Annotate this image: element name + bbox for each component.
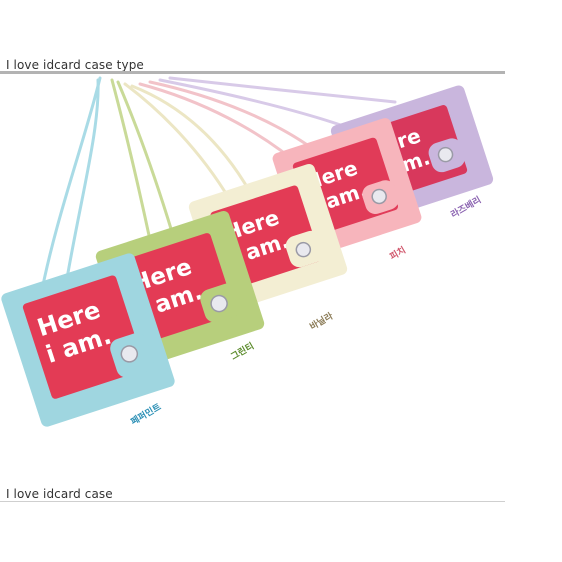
snap-button-icon	[437, 146, 454, 163]
id-case-peppermint: Here i am.	[1, 253, 175, 427]
snap-button-icon	[210, 294, 228, 313]
divider-top	[0, 71, 505, 74]
label-greentea: 그린티	[229, 340, 257, 363]
section-title-bottom: I love idcard case	[6, 487, 113, 501]
divider-bottom	[0, 501, 505, 502]
lanyard-cords	[38, 76, 397, 302]
snap-button-icon	[295, 241, 312, 258]
label-peach: 피치	[388, 244, 408, 263]
snap-button-icon	[371, 188, 387, 205]
label-vanilla: 바닐라	[308, 309, 336, 332]
snap-button-icon	[120, 345, 139, 363]
label-raspberry: 라즈베리	[449, 194, 484, 221]
product-photo: Here i am. Here i am. Here i am. Here i …	[1, 76, 494, 428]
label-peppermint: 페퍼민트	[129, 400, 164, 427]
card-window	[22, 275, 145, 399]
section-title-top: I love idcard case type	[6, 58, 144, 72]
